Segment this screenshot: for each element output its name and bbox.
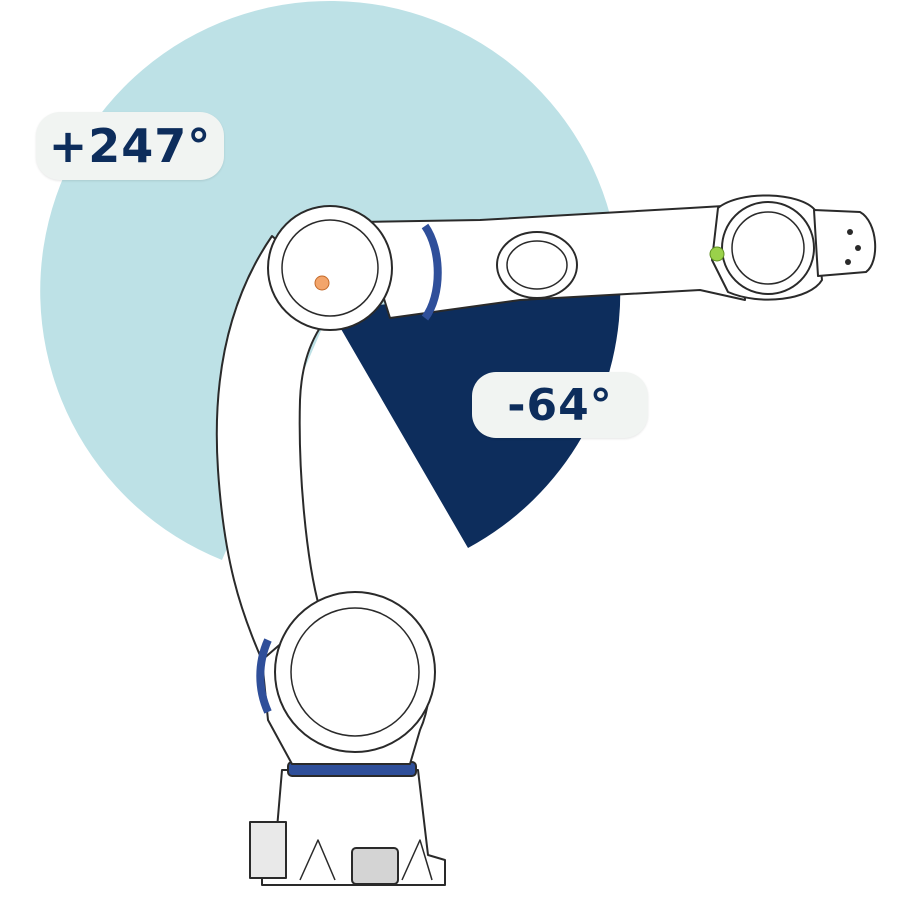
wrist-indicator-dot — [709, 246, 725, 262]
robot-arm — [215, 194, 877, 886]
base-plate — [351, 847, 399, 885]
positive-angle-label: +247° — [36, 112, 224, 180]
wrist-joint-cap — [721, 201, 815, 295]
forearm-cover — [496, 231, 578, 299]
negative-angle-label: -64° — [472, 372, 648, 438]
tool-flange — [813, 209, 877, 277]
elbow-indicator-dot — [314, 275, 330, 291]
lower-joint-cap — [274, 591, 436, 753]
base-connector — [249, 821, 287, 879]
elbow-joint-cap — [267, 205, 393, 331]
